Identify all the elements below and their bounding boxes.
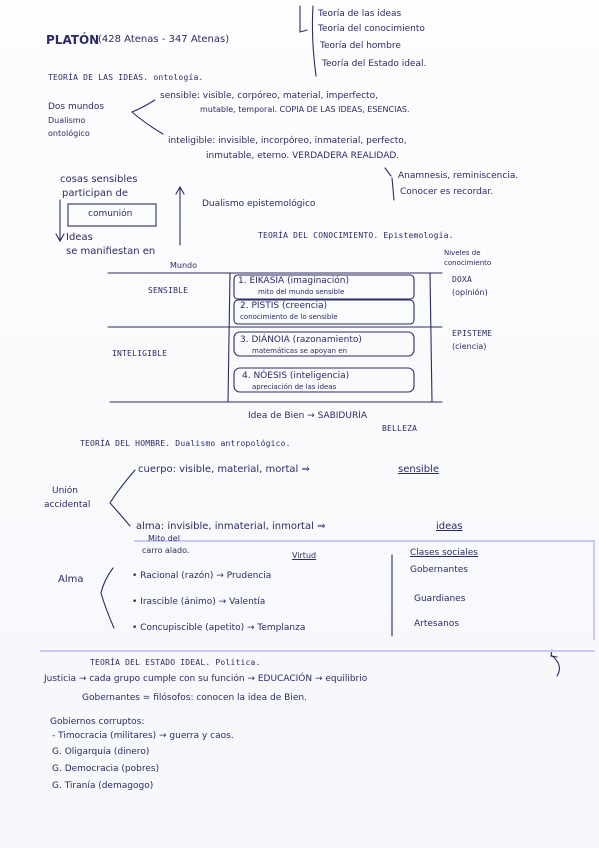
level-2-title: 2. PÍSTIS (creencia) (240, 301, 328, 311)
author-dates: (428 Atenas - 347 Atenas) (98, 34, 230, 45)
clases-header: Clases sociales (410, 548, 478, 558)
inteligible-line1: inteligible: invisible, incorpóreo, inma… (168, 136, 407, 146)
level-4-title: 4. NÓESIS (inteligencia) (242, 371, 350, 381)
part-concupiscible: • Concupiscible (apetito) → Templanza (132, 623, 306, 633)
anamnesis-line2: Conocer es recordar. (400, 187, 494, 197)
opinion-label: (opinión) (452, 288, 488, 297)
episteme-label: EPISTEME (452, 329, 493, 338)
clase-gobernantes: Gobernantes (410, 565, 468, 575)
ciencia-label: (ciencia) (452, 342, 487, 351)
topic-estado: Teoría del Estado ideal. (322, 59, 427, 69)
cosas-line2: participan de (62, 188, 129, 199)
dualismo-epistemologico: Dualismo epistemológico (202, 199, 316, 209)
sensible-label: SENSIBLE (148, 286, 189, 295)
ontologico-label: ontológico (48, 129, 90, 138)
mundo-header: Mundo (170, 261, 198, 270)
highlight-bar-man-side (593, 540, 595, 640)
alma-tag: ideas (436, 521, 463, 532)
ideas-line1: Ideas (66, 232, 93, 243)
level-1-note: mito del mundo sensible (258, 288, 345, 296)
highlight-bar-man (134, 540, 594, 542)
level-1-title: 1. EIKASÍA (imaginación) (238, 276, 349, 286)
sensible-line2: mutable, temporal. COPIA DE LAS IDEAS, E… (200, 105, 410, 114)
clase-artesanos: Artesanos (414, 619, 460, 629)
part-irascible: • Irascible (ánimo) → Valentía (132, 597, 266, 607)
cuerpo-tag: sensible (398, 464, 439, 475)
corrupto-oligarquia: G. Oligarquía (dinero) (52, 747, 150, 757)
level-4-note: apreciación de las ideas (252, 383, 337, 391)
corrupto-tirania: G. Tiranía (demagogo) (52, 781, 154, 791)
clase-guardianes: Guardianes (414, 594, 466, 604)
knowledge-heading: TEORÍA DEL CONOCIMIENTO. Epistemología. (258, 231, 454, 240)
level-3-title: 3. DIÁNOIA (razonamiento) (240, 335, 362, 345)
justicia-line: Justicia → cada grupo cumple con su func… (44, 674, 368, 684)
comunion-label: comunión (88, 209, 133, 219)
ideas-line2: se manifiestan en (66, 246, 156, 257)
niveles-header-1: Niveles de (444, 249, 481, 257)
highlight-bar-state (40, 650, 595, 652)
alma-text: alma: invisible, inmaterial, inmortal ⇒ (136, 521, 326, 532)
header-bracket (311, 5, 317, 77)
part-racional: • Racional (razón) → Prudencia (132, 571, 272, 581)
cuerpo-text: cuerpo: visible, material, mortal ⇒ (138, 464, 310, 475)
level-3-note: matemáticas se apoyan en (252, 347, 347, 355)
union-line2: accidental (44, 500, 91, 510)
topic-ideas: Teoría de las ideas (318, 9, 402, 19)
inteligible-label: INTELIGIBLE (112, 349, 168, 358)
idea-de-bien: Idea de Bien → SABIDURÍA (248, 411, 368, 421)
ideas-heading: TEORÍA DE LAS IDEAS. ontología. (48, 73, 204, 82)
cosas-line1: cosas sensibles (60, 174, 138, 185)
dos-mundos-bracket (130, 99, 164, 135)
anamnesis-line1: Anamnesis, reminiscencia. (398, 171, 519, 181)
niveles-header-2: conocimiento (444, 259, 492, 267)
topic-hombre: Teoría del hombre (320, 41, 401, 51)
doxa-label: DOXA (452, 275, 473, 284)
comunion-box (67, 203, 157, 227)
sensible-line1: sensible: visible, corpóreo, material, i… (160, 91, 378, 101)
gobernantes-line: Gobernantes = filósofos: conocen la idea… (82, 693, 307, 703)
author-name: PLATÓN (46, 33, 100, 47)
man-heading: TEORÍA DEL HOMBRE. Dualismo antropológic… (80, 439, 291, 448)
topic-conocimiento: Teoría del conocimiento (318, 24, 425, 34)
corruptos-heading: Gobiernos corruptos: (50, 717, 145, 727)
corrupto-timocracia: - Timocracia (militares) → guerra y caos… (52, 731, 234, 741)
dualismo-label: Dualismo (48, 116, 86, 125)
inteligible-line2: inmutable, eterno. VERDADERA REALIDAD. (206, 151, 400, 161)
state-heading: TEORÍA DEL ESTADO IDEAL. Política. (90, 658, 261, 667)
mito-line2: carro alado. (142, 546, 190, 555)
alma-label: Alma (58, 574, 84, 585)
dos-mundos-label: Dos mundos (48, 102, 105, 112)
union-line1: Unión (52, 486, 79, 496)
mito-line1: Mito del (148, 534, 180, 543)
belleza-label: BELLEZA (382, 424, 418, 433)
corrupto-democracia: G. Democracia (pobres) (52, 764, 160, 774)
level-2-note: conocimiento de lo sensible (240, 313, 338, 321)
virtud-header: Virtud (292, 551, 317, 560)
